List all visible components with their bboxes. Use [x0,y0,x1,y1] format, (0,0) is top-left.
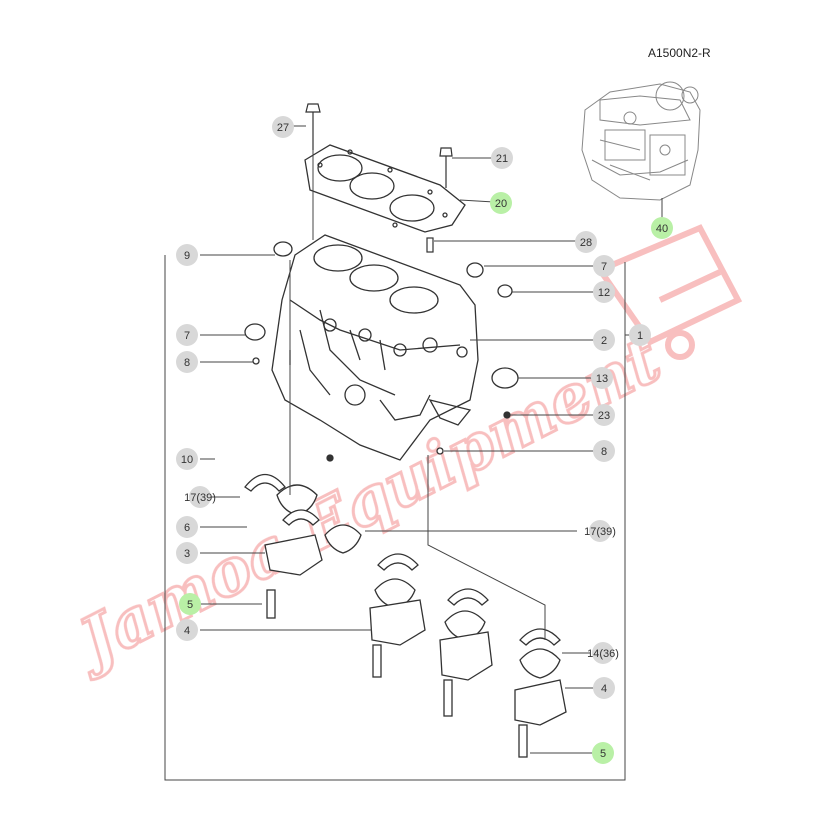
callout-label: 2 [601,335,607,347]
callout-c40: 40 [651,217,673,239]
callout-c21: 21 [491,147,513,169]
callout-label: 13 [596,373,608,385]
callout-c2: 2 [593,329,615,351]
callout-bubble [593,677,615,699]
callout-bubble [176,324,198,346]
callout-c6: 6 [176,516,198,538]
callout-bubble [272,116,294,138]
callout-c8l: 8 [176,351,198,373]
callout-c17l: 17(39) [184,486,216,508]
callout-bubble [189,486,211,508]
main-bearings [244,473,567,758]
callout-c9: 9 [176,244,198,266]
callout-c1: 1 [629,324,651,346]
callout-label: 5 [600,748,606,760]
callout-c3: 3 [176,542,198,564]
callout-bubble [651,217,673,239]
callout-label: 8 [601,446,607,458]
callout-c14: 14(36) [587,642,619,664]
callout-label: 9 [184,250,190,262]
callout-bubble [593,329,615,351]
callout-label: 1 [637,330,643,342]
callout-label: 23 [598,410,610,422]
callout-label: 21 [496,153,508,165]
diagram-code: A1500N2-R [648,46,711,60]
callout-label: 7 [601,261,607,273]
callout-bubble [490,192,512,214]
callout-label: 7 [184,330,190,342]
callout-bubble [575,231,597,253]
callout-bubble [176,516,198,538]
callout-bubble [592,642,614,664]
callout-bubble [629,324,651,346]
callout-label: 40 [656,223,668,235]
engine-thumbnail [581,81,701,215]
callout-bubble [593,404,615,426]
callout-label: 5 [187,599,193,611]
callout-c23: 23 [593,404,615,426]
callout-bubble [176,448,198,470]
head-gasket [304,144,466,233]
callout-c5r: 5 [592,742,614,764]
callout-bubble [593,440,615,462]
callout-bubble [491,147,513,169]
callout-c27: 27 [272,116,294,138]
callout-label: 27 [277,122,289,134]
callout-label: 6 [184,522,190,534]
callout-label: 14(36) [587,648,619,660]
callout-label: 17(39) [584,526,616,538]
callout-c7r: 7 [593,255,615,277]
callout-bubble [589,520,611,542]
callout-c10: 10 [176,448,198,470]
callout-c13: 13 [591,367,613,389]
leader-lines [164,125,663,781]
callout-label: 20 [495,198,507,210]
callout-label: 28 [580,237,592,249]
callout-c4r: 4 [593,677,615,699]
callout-bubble [176,244,198,266]
callout-c17r: 17(39) [584,520,616,542]
callout-c4l: 4 [176,619,198,641]
callout-bubble [591,367,613,389]
callout-label: 10 [181,454,193,466]
callout-label: 17(39) [184,492,216,504]
callout-c20: 20 [490,192,512,214]
callout-bubble [179,593,201,615]
callout-c28: 28 [575,231,597,253]
callout-label: 8 [184,357,190,369]
callout-bubble [176,542,198,564]
callout-c5l: 5 [179,593,201,615]
callout-label: 4 [184,625,190,637]
callout-bubble [593,255,615,277]
head-bolts [305,103,453,253]
truck-logo-icon [595,224,743,360]
callout-label: 4 [601,683,607,695]
callout-bubble [593,281,615,303]
callout-c12: 12 [593,281,615,303]
callout-label: 3 [184,548,190,560]
callout-bubble [176,619,198,641]
callout-label: 12 [598,287,610,299]
callout-c7l: 7 [176,324,198,346]
callout-bubble [176,351,198,373]
callout-bubble [592,742,614,764]
callout-c8r: 8 [593,440,615,462]
seals-plugs [244,241,519,462]
